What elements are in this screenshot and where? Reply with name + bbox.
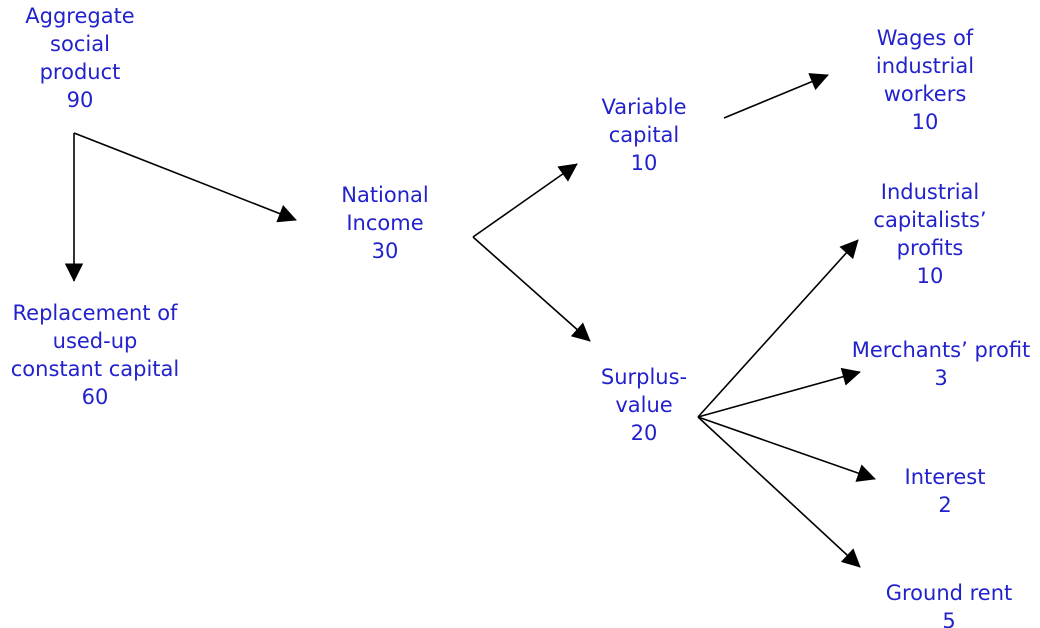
arrow-surplus-value-to-merchants-profit [697,367,861,418]
node-label-line: Ground rent [885,581,1013,605]
node-label-line: product [39,60,121,84]
node-merchants-profit: Merchants’ profit 3 [852,336,1031,392]
node-label-line: profits [896,236,964,260]
node-value: 3 [934,366,948,390]
node-label-line: Surplus- [600,365,688,389]
node-label-line: constant capital [10,357,180,381]
node-label-line: industrial [875,54,975,78]
node-wages-industrial-workers: Wages of industrial workers 10 [876,24,974,136]
node-label-line: workers [883,82,967,106]
arrow-aggregate-social-product-to-national-income [73,132,297,223]
node-ground-rent: Ground rent 5 [886,579,1013,628]
arrow-surplus-value-to-interest [697,416,876,482]
node-variable-capital: Variable capital 10 [601,93,686,177]
node-label-line: Wages of [876,26,974,50]
node-label-line: Interest [904,465,986,489]
node-surplus-value: Surplus-value 20 [601,363,687,447]
node-label-line: capital [608,123,680,147]
node-label-line: Variable [601,95,687,119]
node-label-line: social [50,32,110,56]
node-value: 60 [81,385,109,409]
node-value: 5 [942,609,956,628]
node-value: 10 [630,151,658,175]
node-value: 90 [66,88,94,112]
node-label-line: National [341,183,429,207]
node-interest: Interest 2 [905,463,986,519]
arrow-national-income-to-variable-capital [472,163,578,238]
arrow-surplus-value-to-industrial-capitalists-profits [697,239,859,418]
node-label-line: value [615,393,673,417]
node-label-line: capitalists’ [873,208,987,232]
arrow-national-income-to-surplus-value [472,236,591,342]
arrow-surplus-value-to-ground-rent [697,416,861,568]
node-value: 2 [938,493,952,517]
node-value: 10 [916,264,944,288]
node-label-line: Industrial [880,180,980,204]
node-value: 10 [911,110,939,134]
arrow-variable-capital-to-wages-industrial-workers [723,73,829,119]
node-label-line: used-up [52,329,138,353]
node-aggregate-social-product: Aggregate social product 90 [25,2,134,114]
node-label-line: Aggregate [25,4,135,28]
node-value: 30 [371,239,399,263]
node-replacement-constant-capital: Replacement of used-up constant capital 60 [11,299,179,411]
node-label-line: Replacement of [12,301,178,325]
node-industrial-capitalists-profits: Industrial capitalists’ profits 10 [873,178,986,290]
node-value: 20 [630,421,658,445]
node-label-line: Merchants’ profit [851,338,1031,362]
node-label-line: Income [346,211,424,235]
